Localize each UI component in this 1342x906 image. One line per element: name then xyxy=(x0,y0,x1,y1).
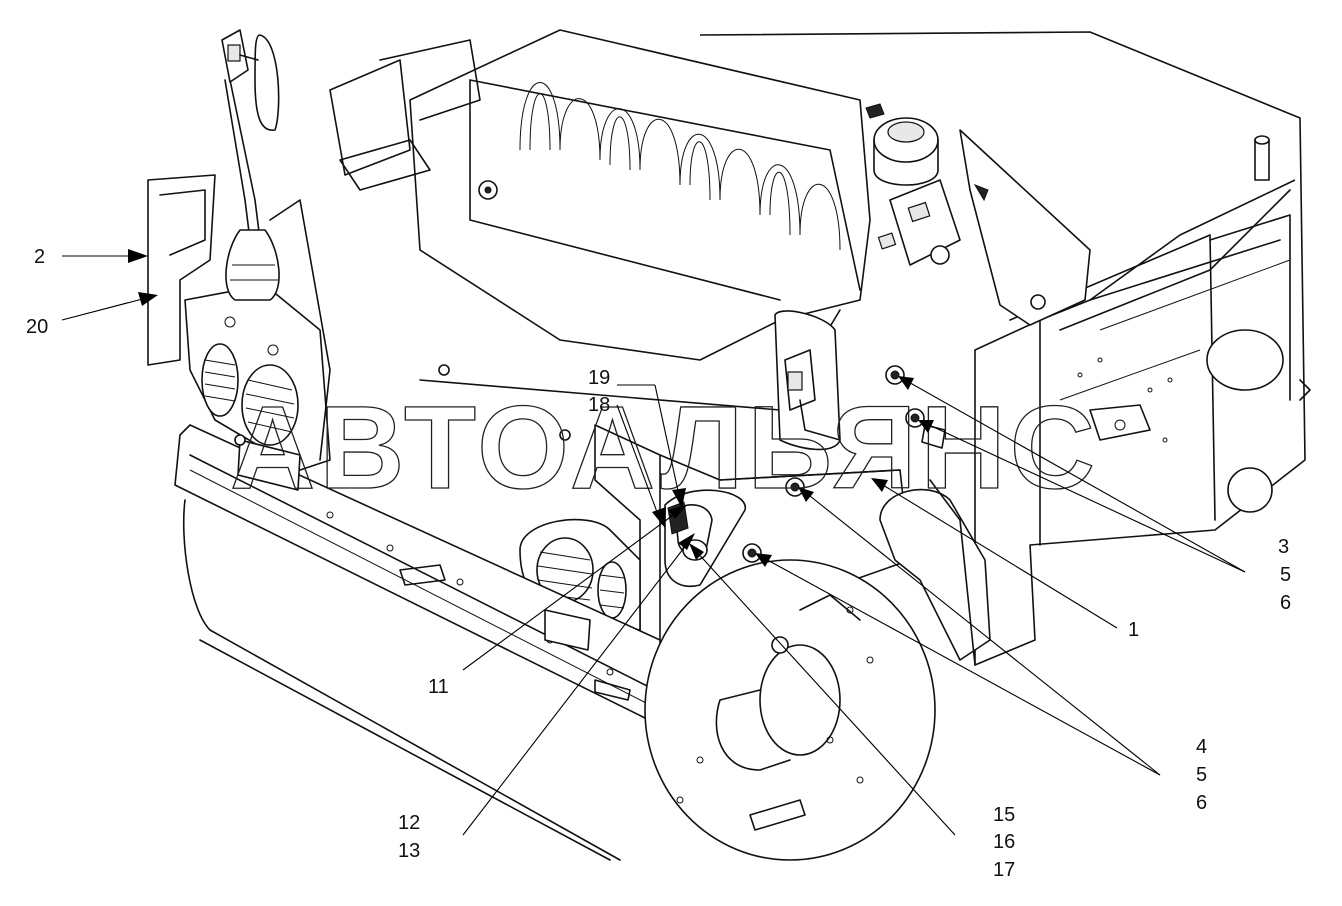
mirror-left xyxy=(221,29,280,131)
callout-16: 16 xyxy=(993,831,1015,853)
callout-4: 4 xyxy=(1196,736,1207,758)
left-panel xyxy=(147,174,331,471)
callout-5-upper: 5 xyxy=(1280,564,1291,586)
callout-3: 3 xyxy=(1278,536,1289,558)
callout-6-lower: 6 xyxy=(1196,792,1207,814)
callout-19: 19 xyxy=(588,367,610,389)
drum xyxy=(182,499,936,861)
callout-6-upper: 6 xyxy=(1280,592,1291,614)
callout-13: 13 xyxy=(398,840,420,862)
front-bar xyxy=(174,424,661,719)
callout-1: 1 xyxy=(1128,619,1139,641)
callout-15: 15 xyxy=(993,804,1015,826)
callout-2: 2 xyxy=(34,246,45,268)
radiator-fins xyxy=(519,82,841,251)
control-block-right xyxy=(877,129,1091,326)
callout-20: 20 xyxy=(26,316,48,338)
callout-labels: 2 20 19 18 3 5 6 1 11 4 5 6 12 13 15 16 … xyxy=(26,246,1291,881)
mirror-center xyxy=(774,310,841,451)
expansion-tank xyxy=(865,103,939,186)
callout-11: 11 xyxy=(428,676,449,698)
callout-18: 18 xyxy=(588,394,610,416)
joystick xyxy=(224,79,280,301)
callout-5-lower: 5 xyxy=(1196,764,1207,786)
callout-12: 12 xyxy=(398,812,420,834)
watermark-text: АВТОАЛЬЯНС xyxy=(230,382,1099,514)
callout-17: 17 xyxy=(993,859,1015,881)
machine-frame xyxy=(699,31,1311,666)
leader-lines xyxy=(61,249,1246,836)
radiator-assembly xyxy=(329,29,871,411)
